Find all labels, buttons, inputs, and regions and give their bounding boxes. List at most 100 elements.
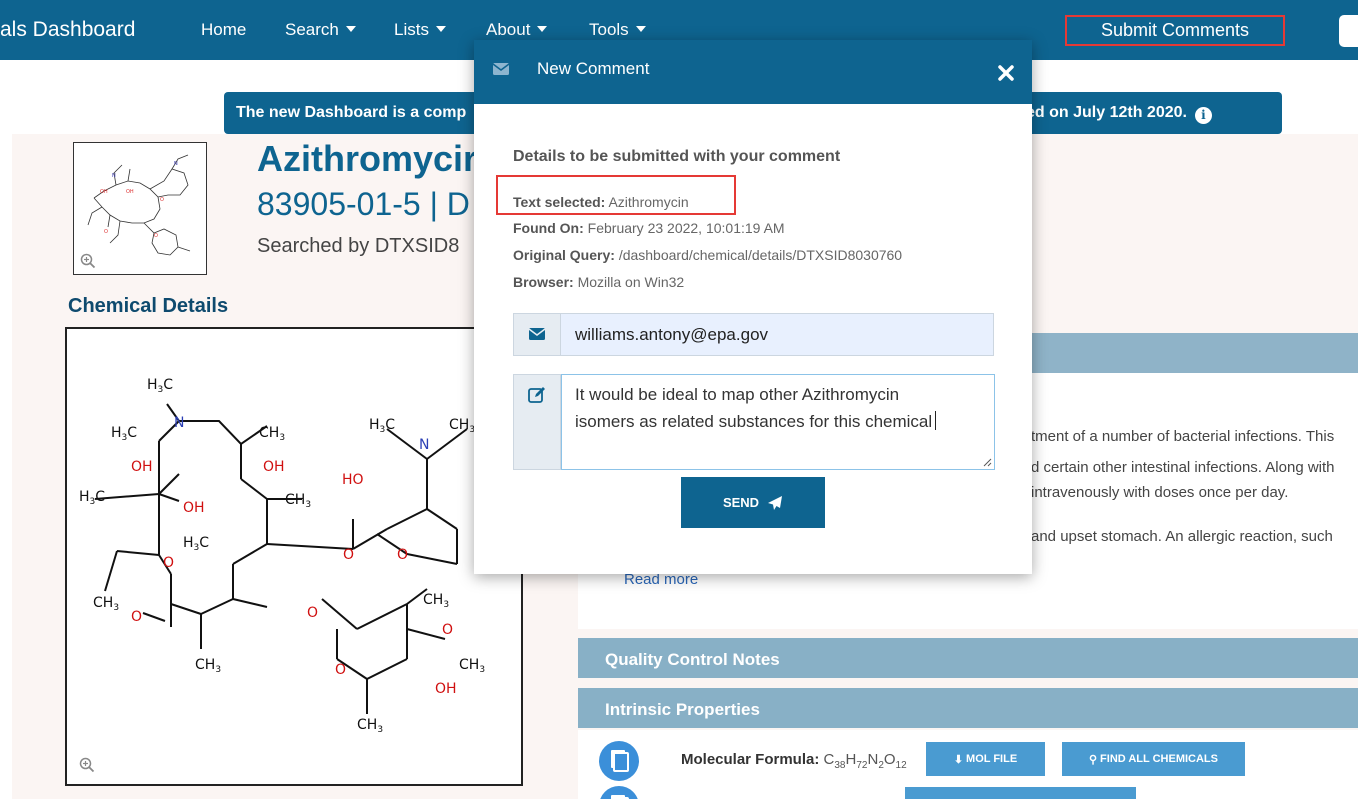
svg-text:OH: OH	[183, 500, 205, 516]
svg-text:CH3: CH3	[459, 657, 485, 675]
description-line: and upset stomach. An allergic reaction,…	[1031, 528, 1333, 545]
submit-comments-button[interactable]: Submit Comments	[1065, 15, 1285, 46]
nav-lists[interactable]: Lists	[394, 20, 446, 40]
submit-comments-label: Submit Comments	[1100, 20, 1250, 40]
found-on-value: February 23 2022, 10:01:19 AM	[587, 220, 785, 236]
svg-text:OH: OH	[131, 459, 153, 475]
intrinsic-properties-label: Intrinsic Properties	[605, 700, 760, 719]
intrinsic-properties-accordion[interactable]: Intrinsic Properties	[578, 688, 1358, 728]
found-on-label: Found On:	[513, 220, 584, 236]
edit-icon	[528, 387, 545, 403]
text-selected-label: Text selected:	[513, 194, 606, 210]
svg-text:CH3: CH3	[423, 592, 449, 610]
chemical-details-heading: Chemical Details	[68, 295, 229, 317]
nav-lists-label: Lists	[394, 20, 429, 39]
find-all-chemicals-label: FIND ALL CHEMICALS	[1100, 753, 1218, 765]
nav-search-edge[interactable]	[1339, 15, 1358, 47]
svg-text:O: O	[397, 547, 408, 563]
caret-down-icon	[635, 25, 646, 32]
original-query-value: /dashboard/chemical/details/DTXSID803076…	[618, 247, 903, 263]
find-all-chemicals-button[interactable]: ⚲FIND ALL CHEMICALS	[1062, 742, 1245, 776]
svg-text:O: O	[343, 547, 354, 563]
copy-icon[interactable]	[599, 786, 639, 799]
svg-text:CH3: CH3	[195, 657, 221, 675]
chemical-title: Azithromycir	[257, 138, 478, 179]
paper-plane-icon	[768, 495, 783, 510]
copy-icon[interactable]	[599, 741, 639, 781]
nav-search[interactable]: Search	[285, 20, 356, 40]
brand-title[interactable]: als Dashboard	[0, 18, 136, 41]
nav-tools[interactable]: Tools	[589, 20, 646, 40]
svg-text:O: O	[131, 609, 142, 625]
nav-about[interactable]: About	[486, 20, 548, 40]
quality-control-notes-accordion[interactable]: Quality Control Notes	[578, 638, 1358, 678]
svg-text:OH: OH	[100, 189, 108, 195]
text-cursor	[935, 411, 937, 430]
svg-text:N: N	[174, 161, 178, 167]
svg-text:O: O	[163, 555, 174, 571]
comment-text-line: It would be ideal to map other Azithromy…	[575, 385, 900, 404]
new-comment-modal: New Comment Details to be submitted with…	[474, 40, 1032, 574]
svg-text:H3C: H3C	[147, 377, 173, 395]
chemical-structure[interactable]: H3C N H3C CH3 OH OH H3C OH CH3 H3C O O C…	[65, 327, 523, 786]
send-button[interactable]: SEND	[681, 477, 825, 528]
modal-header: New Comment	[474, 40, 1032, 104]
svg-text:N: N	[419, 437, 429, 453]
svg-text:H3C: H3C	[369, 417, 395, 435]
molecular-formula-label: Molecular Formula:	[681, 751, 820, 768]
searched-by-text: Searched by DTXSID8	[257, 235, 460, 257]
svg-text:H3C: H3C	[79, 489, 105, 507]
svg-text:CH3: CH3	[357, 717, 383, 735]
original-query-line: Original Query: /dashboard/chemical/deta…	[513, 247, 902, 263]
property-button[interactable]	[905, 787, 1136, 799]
nav-tools-label: Tools	[589, 20, 629, 39]
browser-line: Browser: Mozilla on Win32	[513, 274, 684, 290]
structure-drawing-icon: H3C N H3C CH3 OH OH H3C OH CH3 H3C O O C…	[79, 377, 485, 735]
mol-file-label: MOL FILE	[966, 753, 1018, 765]
send-label: SEND	[722, 495, 760, 510]
caret-down-icon	[537, 25, 548, 32]
svg-text:O: O	[442, 622, 453, 638]
svg-text:HO: HO	[342, 472, 364, 488]
email-input[interactable]: williams.antony@epa.gov	[575, 325, 769, 344]
envelope-icon	[529, 328, 545, 340]
download-icon: ⬇	[953, 753, 964, 766]
comment-input-group: It would be ideal to map other Azithromy…	[513, 374, 995, 470]
modal-title: New Comment	[537, 59, 650, 78]
svg-text:O: O	[307, 605, 318, 621]
browser-label: Browser:	[513, 274, 574, 290]
chemical-casrn: 83905-01-5 | D	[257, 186, 470, 222]
search-icon: ⚲	[1088, 753, 1098, 766]
svg-text:H3C: H3C	[111, 425, 137, 443]
svg-text:CH3: CH3	[93, 595, 119, 613]
mol-file-button[interactable]: ⬇MOL FILE	[926, 742, 1045, 776]
description-line: intravenously with doses once per day.	[1031, 484, 1289, 501]
svg-text:OH: OH	[263, 459, 285, 475]
info-icon[interactable]: i	[1194, 107, 1212, 124]
svg-text:H3C: H3C	[183, 535, 209, 553]
svg-text:OH: OH	[126, 189, 134, 195]
zoom-in-icon[interactable]	[79, 757, 95, 773]
comment-textarea[interactable]: It would be ideal to map other Azithromy…	[561, 374, 995, 470]
close-icon[interactable]	[995, 62, 1017, 84]
read-more-link[interactable]: Read more	[624, 571, 699, 588]
browser-value: Mozilla on Win32	[577, 274, 685, 290]
svg-text:N: N	[174, 415, 184, 431]
nav-search-label: Search	[285, 20, 339, 39]
molecular-formula: Molecular Formula: C38H72N2O12	[681, 751, 907, 771]
molecular-formula-value: C38H72N2O12	[823, 751, 907, 771]
svg-text:N: N	[112, 173, 116, 179]
caret-down-icon	[435, 25, 446, 32]
zoom-in-icon[interactable]	[80, 253, 96, 269]
comment-text-line: isomers as related substances for this c…	[575, 411, 937, 432]
comment-addon	[514, 375, 561, 469]
resize-handle-icon[interactable]	[982, 457, 992, 467]
description-line: tment of a number of bacterial infection…	[1031, 428, 1335, 445]
text-selected-value: Azithromycin	[608, 194, 689, 210]
email-input-group: williams.antony@epa.gov	[513, 313, 994, 356]
nav-home[interactable]: Home	[201, 20, 246, 40]
svg-text:O: O	[104, 229, 108, 235]
original-query-label: Original Query:	[513, 247, 615, 263]
